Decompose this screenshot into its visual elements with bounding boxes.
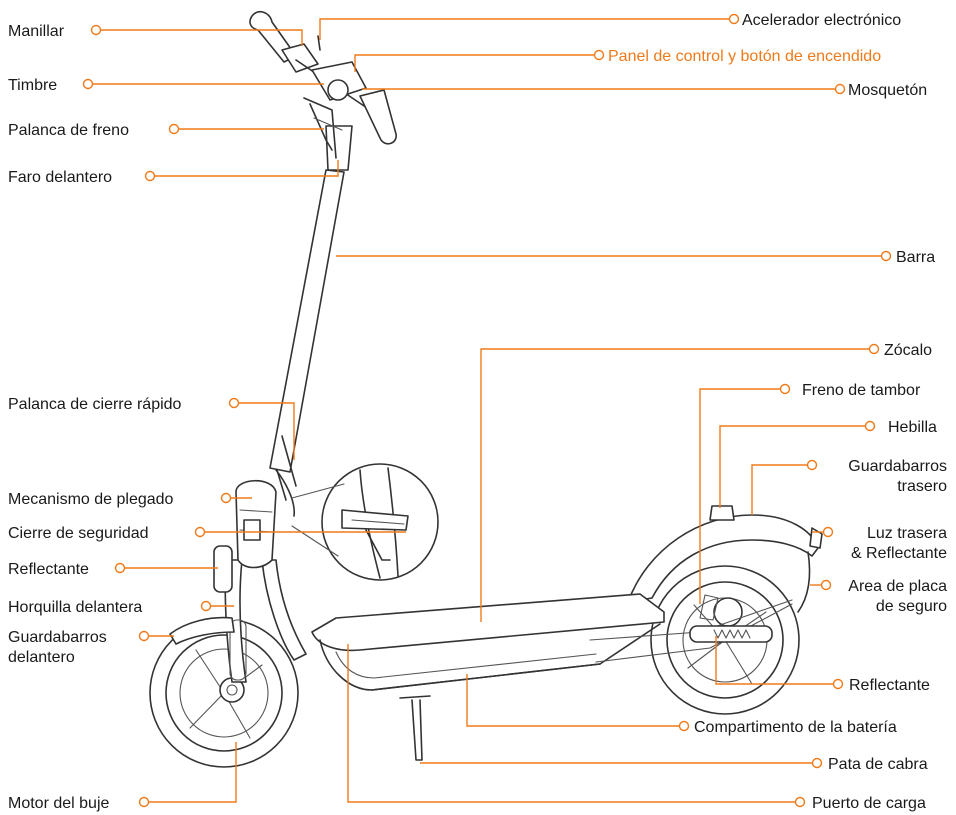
label-barra: Barra: [896, 249, 935, 266]
label-area-placa-2: de seguro: [876, 598, 947, 615]
label-reflectante-delantero: Reflectante: [8, 561, 89, 578]
label-horquilla-delantera: Horquilla delantera: [8, 599, 142, 616]
leader-dots: [82, 13, 892, 808]
stem: [269, 169, 345, 473]
label-cierre-seguridad: Cierre de seguridad: [8, 525, 149, 542]
label-reflectante-trasero: Reflectante: [849, 677, 930, 694]
leader-lines: [92, 18, 882, 803]
label-acelerador: Acelerador electrónico: [742, 12, 901, 29]
label-panel-control: Panel de control y botón de encendido: [608, 48, 881, 65]
label-manillar: Manillar: [8, 23, 65, 40]
label-luz-trasera-2: & Reflectante: [851, 545, 947, 562]
kickstand: [411, 699, 423, 761]
label-faro-delantero: Faro delantero: [8, 169, 112, 186]
label-timbre: Timbre: [8, 77, 57, 94]
label-guardabarros-trasero-2: trasero: [897, 478, 947, 495]
label-guardabarros-trasero-1: Guardabarros: [848, 458, 947, 475]
front-fender: [169, 616, 235, 645]
front-reflector-shape: [213, 545, 233, 593]
label-palanca-cierre-rapido: Palanca de cierre rápido: [8, 396, 182, 413]
label-palanca-freno: Palanca de freno: [8, 122, 129, 139]
detail-inset: [291, 463, 439, 581]
label-zocalo: Zócalo: [884, 342, 932, 359]
label-puerto-carga: Puerto de carga: [812, 795, 926, 812]
labels: Manillar Timbre Palanca de freno Faro de…: [8, 12, 947, 812]
label-guardabarros-delantero-1: Guardabarros: [8, 629, 107, 646]
handlebar: [249, 10, 397, 159]
label-mosqueton: Mosquetón: [848, 82, 927, 99]
label-freno-tambor: Freno de tambor: [802, 382, 921, 399]
label-mecanismo-plegado: Mecanismo de plegado: [8, 491, 174, 508]
label-compartimento-bateria: Compartimento de la batería: [694, 719, 897, 736]
label-guardabarros-delantero-2: delantero: [8, 649, 75, 666]
label-pata-cabra: Pata de cabra: [828, 756, 928, 773]
front-wheel: [149, 618, 299, 768]
label-motor-buje: Motor del buje: [8, 795, 109, 812]
scooter-illustration: [149, 10, 823, 768]
label-luz-trasera-1: Luz trasera: [867, 525, 947, 542]
label-area-placa-1: Area de placa: [848, 578, 947, 595]
label-hebilla: Hebilla: [888, 419, 937, 436]
